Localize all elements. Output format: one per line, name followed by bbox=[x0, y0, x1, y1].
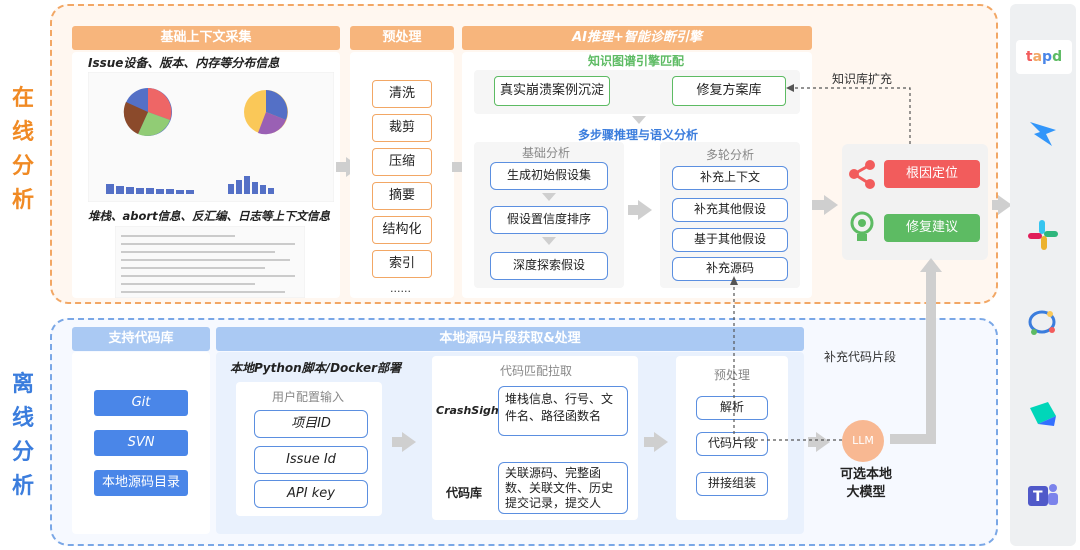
supplement-code-arrow bbox=[730, 276, 842, 441]
slack-icon[interactable] bbox=[1026, 218, 1060, 252]
kg-down-arrow bbox=[632, 116, 646, 124]
config-title: 用户配置输入 bbox=[272, 390, 345, 404]
repo-svn: SVN bbox=[94, 430, 188, 456]
llm-to-output-v bbox=[926, 270, 936, 440]
llm-to-output-arrowhead bbox=[920, 258, 942, 272]
supplement-code-label: 补充代码片段 bbox=[824, 350, 897, 364]
fix-suggestion-badge: 修复建议 bbox=[884, 214, 980, 242]
repo-local-dir: 本地源码目录 bbox=[94, 470, 188, 496]
flow-arrow-4 bbox=[824, 195, 838, 215]
basic-item-explore: 深度探索假设 bbox=[490, 252, 608, 280]
distribution-charts-thumbnail bbox=[88, 72, 334, 202]
repo-git: Git bbox=[94, 390, 188, 416]
tool-strip bbox=[1010, 4, 1076, 546]
multi-item-based-hypothesis: 基于其他假设 bbox=[672, 228, 788, 252]
ai-engine-header: AI推理+智能诊断引擎 bbox=[462, 26, 812, 50]
root-cause-badge: 根因定位 bbox=[884, 160, 980, 188]
flow-arrow-3-shaft bbox=[628, 205, 640, 215]
offline-preprocess-title: 预处理 bbox=[714, 368, 751, 382]
preprocess-item-clean: 清洗 bbox=[372, 80, 432, 108]
crashsight-desc: 堆栈信息、行号、文件名、路径函数名 bbox=[498, 386, 628, 436]
flow-arrow-7-shaft bbox=[644, 437, 656, 447]
svg-text:T: T bbox=[1033, 489, 1043, 505]
llm-to-output-h bbox=[890, 434, 936, 444]
preprocess-item-compress: 压缩 bbox=[372, 148, 432, 176]
lightbulb-icon bbox=[850, 211, 874, 241]
llm-circle: LLM bbox=[842, 420, 884, 462]
config-issue-id: Issue Id bbox=[254, 446, 368, 474]
preprocess-more: ...... bbox=[390, 282, 411, 295]
basic-down-arrow-2 bbox=[542, 237, 556, 245]
preprocess-item-trim: 裁剪 bbox=[372, 114, 432, 142]
multi-item-more-hypothesis: 补充其他假设 bbox=[672, 198, 788, 222]
flow-arrow-8 bbox=[816, 432, 830, 452]
kg-item-fix-library: 修复方案库 bbox=[672, 76, 786, 106]
wecom-icon[interactable] bbox=[1026, 306, 1060, 340]
online-side-label: 在 线 分 析 bbox=[11, 86, 34, 213]
flow-arrow-8-shaft bbox=[808, 437, 818, 447]
offline-side-label: 离 线 分 析 bbox=[11, 372, 34, 499]
offline-pre-parse: 解析 bbox=[696, 396, 768, 420]
flow-arrow-1-shaft bbox=[336, 162, 348, 172]
basic-item-rank: 假设置信度排序 bbox=[490, 206, 608, 234]
log-thumbnail bbox=[115, 226, 305, 298]
flow-arrow-3 bbox=[638, 200, 652, 220]
flow-arrow-7 bbox=[654, 432, 668, 452]
multi-step-label: 多步骤推理与语义分析 bbox=[578, 128, 699, 142]
flow-arrow-5 bbox=[998, 195, 1012, 215]
preprocess-item-structure: 结构化 bbox=[372, 216, 432, 244]
kb-expand-label: 知识库扩充 bbox=[832, 72, 893, 86]
flow-arrow-6 bbox=[402, 432, 416, 452]
lark-icon[interactable] bbox=[1026, 396, 1060, 430]
config-api-key: API key bbox=[254, 480, 368, 508]
code-match-title: 代码匹配拉取 bbox=[500, 364, 573, 378]
share-node-icon bbox=[849, 160, 875, 189]
multi-analysis-title: 多轮分析 bbox=[706, 148, 755, 162]
multi-item-source: 补充源码 bbox=[672, 257, 788, 281]
preprocess-item-index: 索引 bbox=[372, 250, 432, 278]
multi-item-context: 补充上下文 bbox=[672, 166, 788, 190]
config-project-id: 项目ID bbox=[254, 410, 368, 438]
repo-support-header: 支持代码库 bbox=[72, 327, 210, 351]
basic-context-header: 基础上下文采集 bbox=[72, 26, 340, 50]
local-source-header: 本地源码片段获取&处理 bbox=[216, 327, 804, 351]
flow-arrow-2-shaft bbox=[452, 162, 464, 172]
flow-arrow-6-shaft bbox=[392, 437, 404, 447]
preprocess-header: 预处理 bbox=[350, 26, 454, 50]
crashsight-label: CrashSight bbox=[436, 404, 504, 417]
kg-item-crash-cases: 真实崩溃案例沉淀 bbox=[494, 76, 610, 106]
repo-label: 代码库 bbox=[446, 486, 483, 500]
knowledge-graph-label: 知识图谱引擎匹配 bbox=[588, 54, 685, 68]
deploy-label: 本地Python脚本/Docker部署 bbox=[230, 361, 401, 375]
tapd-icon[interactable]: tapd bbox=[1016, 40, 1072, 74]
flow-arrow-4-shaft bbox=[812, 200, 826, 210]
stack-context-caption: 堆栈、abort信息、反汇编、日志等上下文信息 bbox=[88, 209, 331, 223]
basic-analysis-title: 基础分析 bbox=[522, 146, 571, 160]
distribution-caption: Issue设备、版本、内存等分布信息 bbox=[88, 56, 280, 70]
dingtalk-icon[interactable] bbox=[1026, 116, 1060, 150]
offline-pre-assemble: 拼接组装 bbox=[696, 472, 768, 496]
kb-expand-arrow bbox=[786, 84, 911, 144]
offline-pre-snippet: 代码片段 bbox=[696, 432, 768, 456]
teams-icon[interactable]: T bbox=[1026, 478, 1060, 512]
repo-desc: 关联源码、完整函数、关联文件、历史提交记录，提交人 bbox=[498, 462, 628, 514]
basic-item-generate: 生成初始假设集 bbox=[490, 162, 608, 190]
flow-arrow-5-shaft bbox=[992, 200, 1000, 210]
llm-caption: 可选本地 大模型 bbox=[839, 467, 892, 500]
preprocess-item-summary: 摘要 bbox=[372, 182, 432, 210]
basic-down-arrow-1 bbox=[542, 193, 556, 201]
